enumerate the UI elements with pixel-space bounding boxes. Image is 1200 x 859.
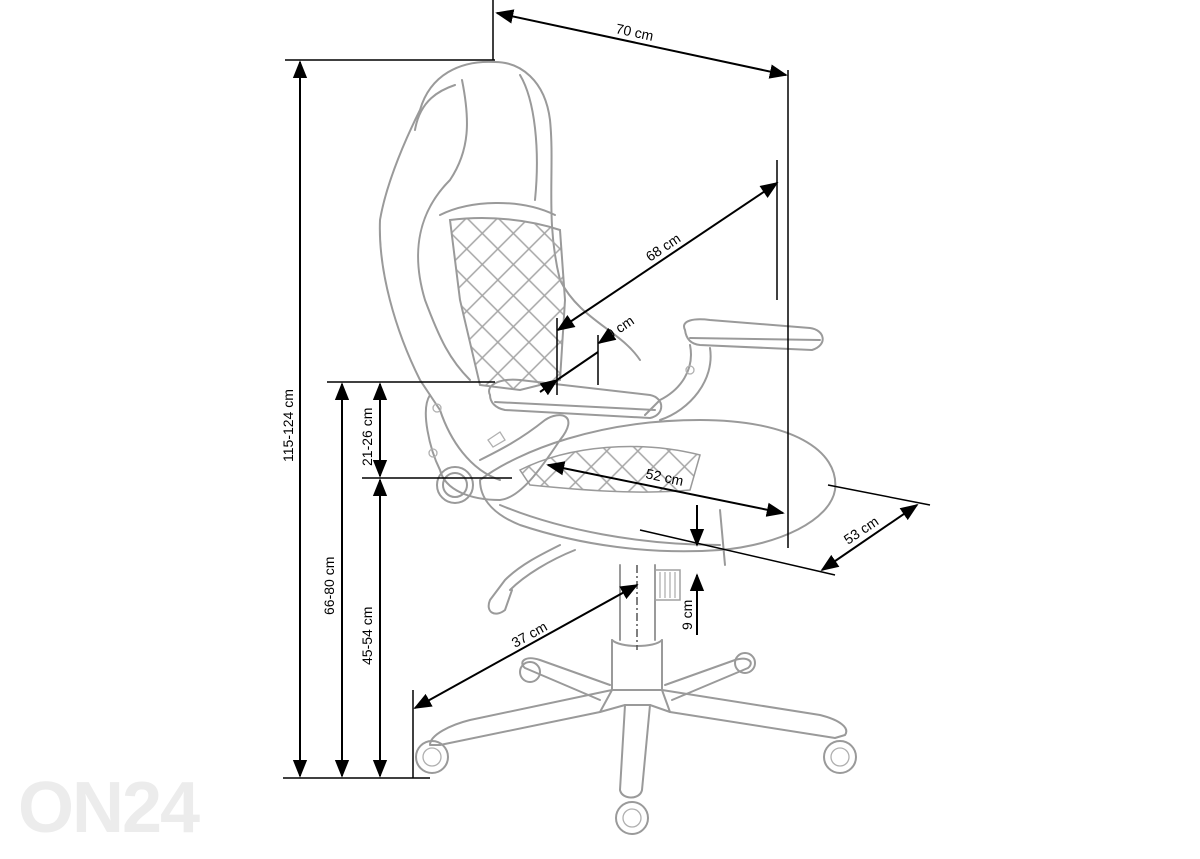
dim-base-radius bbox=[413, 584, 639, 709]
dim-seat-width bbox=[820, 503, 919, 572]
dimension-lines bbox=[283, 0, 931, 779]
dim-seat-depth bbox=[546, 461, 785, 517]
label-seat-depth: 52 cm bbox=[644, 465, 685, 489]
label-armrest-above-seat: 21-26 cm bbox=[359, 408, 375, 466]
label-armrest-height: 66-80 cm bbox=[321, 557, 337, 615]
label-total-height: 115-124 cm bbox=[280, 389, 296, 462]
dim-backrest-height bbox=[556, 181, 779, 332]
dim-armrest-width bbox=[597, 327, 617, 345]
chair-illustration bbox=[378, 60, 857, 835]
label-seat-height: 45-54 cm bbox=[359, 607, 375, 665]
dim-width bbox=[495, 9, 788, 79]
label-width: 70 cm bbox=[614, 20, 655, 44]
label-gas-lift: 9 cm bbox=[679, 600, 695, 630]
dimension-labels: 70 cm 68 cm 9 cm 52 cm 53 cm 9 cm 37 cm … bbox=[280, 20, 881, 665]
watermark-logo: ON24 bbox=[18, 768, 200, 848]
